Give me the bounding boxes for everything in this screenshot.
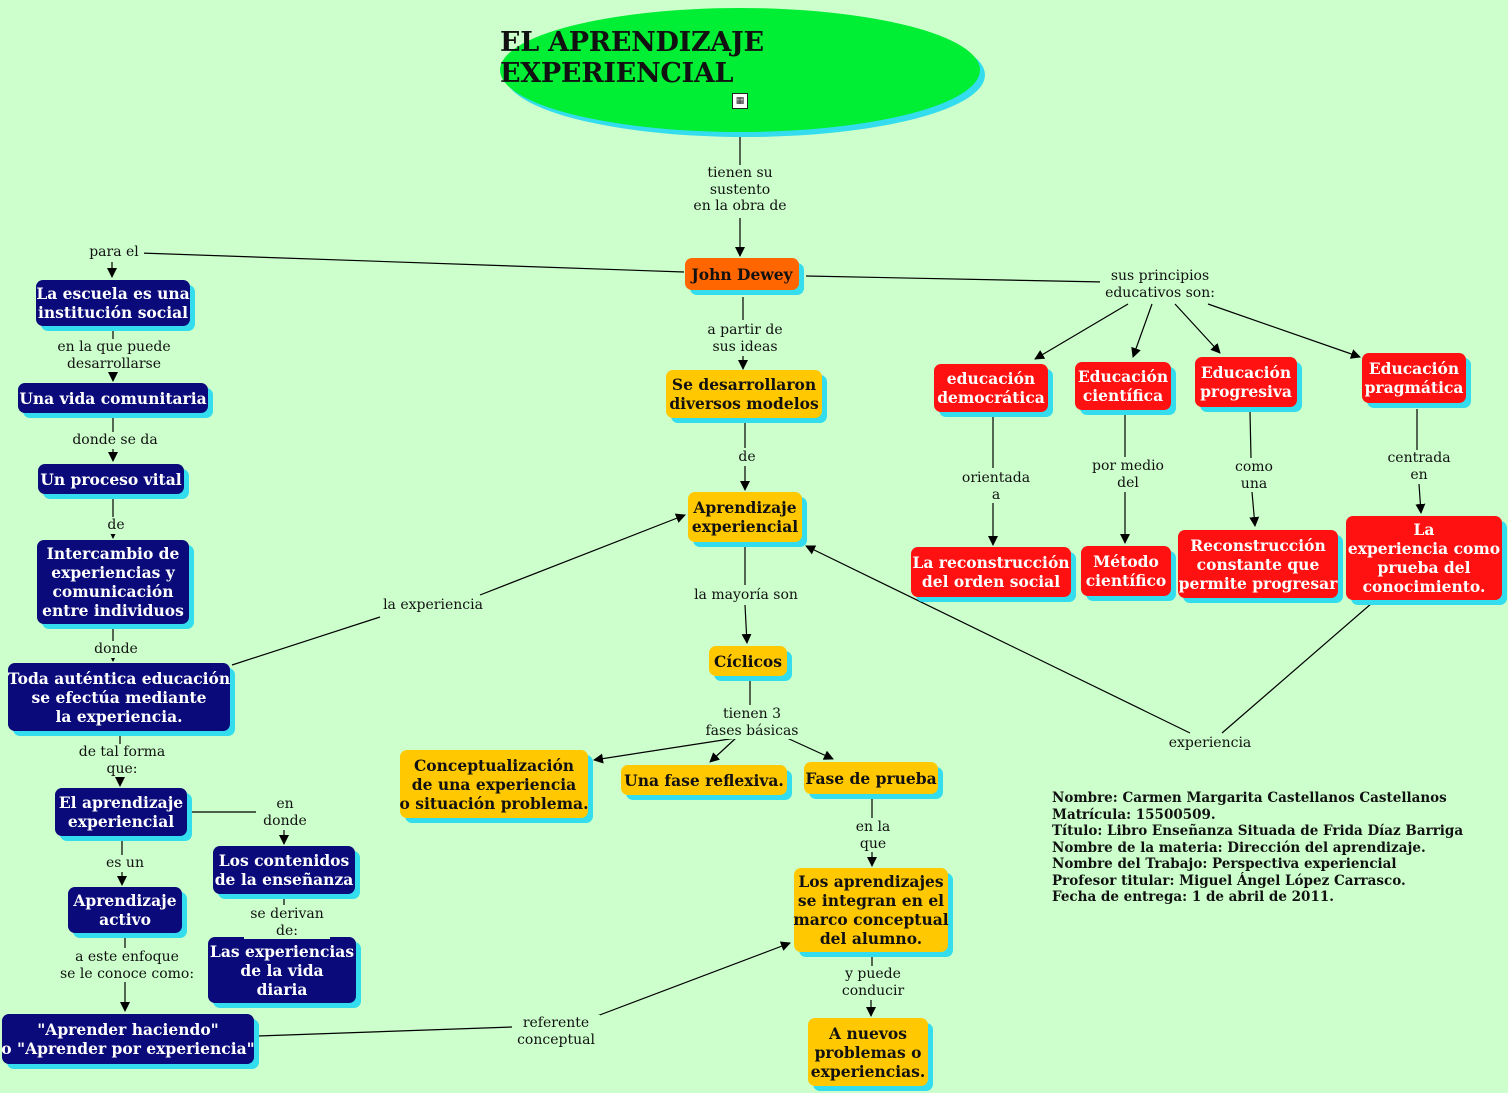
- map-title: EL APRENDIZAJE EXPERIENCIAL: [500, 27, 764, 89]
- node-john-dewey[interactable]: John Dewey: [685, 258, 799, 290]
- node-proceso-vital[interactable]: Un proceso vital: [38, 464, 184, 494]
- node-fase-prueba[interactable]: Fase de prueba: [804, 762, 938, 794]
- info-line: Fecha de entrega: 1 de abril de 2011.: [1052, 889, 1334, 905]
- label-de-modelos: de: [733, 449, 761, 466]
- info-line: Nombre del Trabajo: Perspectiva experien…: [1052, 856, 1397, 872]
- info-line: Matrícula: 15500509.: [1052, 806, 1216, 823]
- concept-map-icon[interactable]: ▦: [732, 93, 748, 109]
- node-ciclicos[interactable]: Cíclicos: [709, 646, 787, 676]
- info-line: Nombre de la materia: Dirección del apre…: [1052, 839, 1426, 856]
- info-line: Título: Libro Enseñanza Situada de Frida…: [1052, 823, 1464, 839]
- label-es-un: es un: [100, 855, 150, 872]
- title-ellipse: EL APRENDIZAJE EXPERIENCIAL ▦: [500, 8, 980, 132]
- label-de-proceso: de: [102, 517, 130, 534]
- author-info: Nombre: Carmen Margarita Castellanos Cas…: [1052, 790, 1463, 906]
- label-donde-se-da: donde se da: [66, 432, 164, 449]
- label-donde: donde: [88, 641, 144, 658]
- info-line: Profesor titular: Miguel Ángel López Car…: [1052, 872, 1406, 889]
- node-vida-comunitaria[interactable]: Una vida comunitaria: [18, 383, 208, 413]
- label-experiencia: experiencia: [1166, 735, 1254, 752]
- label-para-el: para el: [84, 244, 144, 261]
- label-la-experiencia: la experiencia: [380, 597, 486, 614]
- node-fase-reflexiva[interactable]: Una fase reflexiva.: [621, 765, 787, 795]
- info-line: Nombre: Carmen Margarita Castellanos Cas…: [1052, 790, 1447, 806]
- label-mayoria: la mayoría son: [690, 587, 802, 604]
- node-aprender-haciendo[interactable]: "Aprender haciendo"o "Aprender por exper…: [1, 1014, 255, 1064]
